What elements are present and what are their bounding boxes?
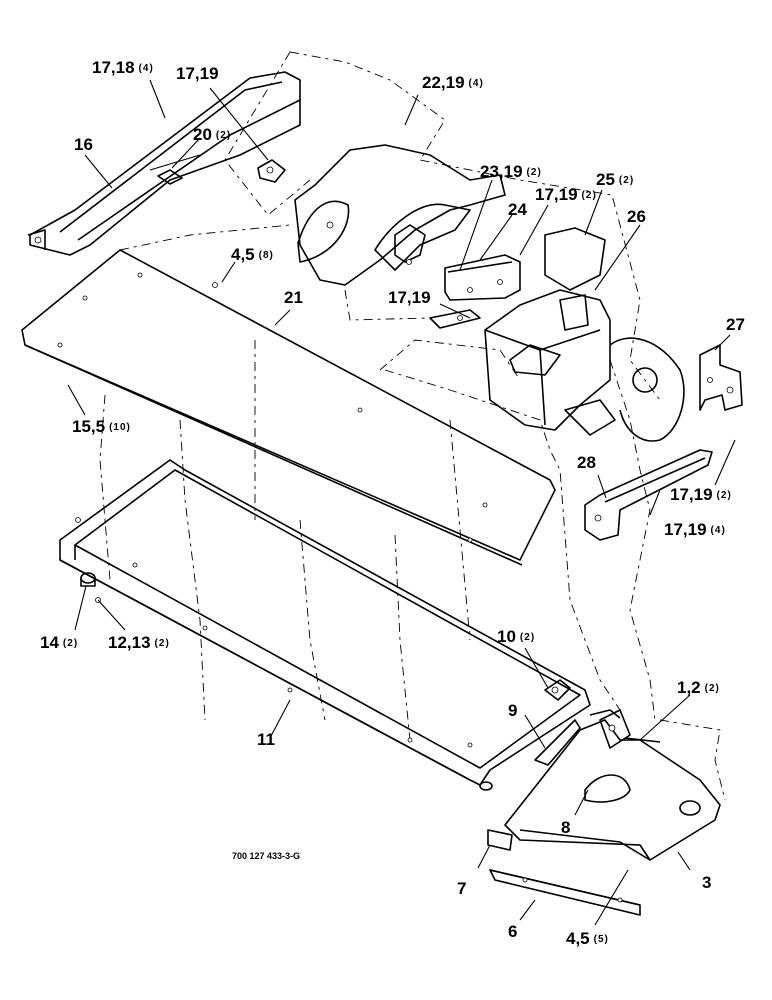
callout-26: 26: [627, 207, 646, 226]
callout-17-19-right: 17,19(2): [670, 485, 732, 504]
callout-17-18: 17,18(4): [92, 58, 154, 77]
callout-17-19-mid: 17,19(2): [535, 185, 597, 204]
phantom-lines: [99, 51, 726, 801]
callout-15-5: 15,5(10): [72, 417, 131, 436]
part-21-cover-plate: [21, 249, 556, 566]
callout-9: 9: [508, 701, 517, 720]
callout-17-19-right-lower: 17,19(4): [664, 520, 726, 539]
callout-4-5-lower: 4,5(5): [566, 929, 609, 948]
callout-22-19: 22,19(4): [422, 73, 484, 92]
callout-23-19: 23,19(2): [480, 162, 542, 181]
callout-10: 10(2): [497, 627, 535, 646]
part-3-shield: [504, 709, 721, 861]
part-27-plate: [699, 344, 743, 411]
callout-25: 25(2): [596, 170, 634, 189]
part-6-7-strips: [487, 829, 641, 916]
part-11-lower-frame: [59, 459, 591, 786]
upper-housing: [294, 144, 506, 286]
callout-14: 14(2): [40, 633, 78, 652]
callout-11: 11: [257, 730, 275, 749]
callout-3: 3: [702, 873, 711, 892]
part-9-10-latch: [534, 679, 621, 766]
callout-17-19-top: 17,19: [176, 64, 219, 83]
leader-lines: [67, 79, 736, 926]
part-14-foot: [80, 572, 493, 791]
callout-8: 8: [561, 818, 570, 837]
callout-28: 28: [577, 453, 596, 472]
callout-4-5-upper: 4,5(8): [231, 245, 274, 264]
part-24-bracket: [444, 254, 521, 301]
callout-12-13: 12,13(2): [108, 633, 170, 652]
part-16-frame-arm: [27, 71, 301, 256]
callout-6: 6: [508, 922, 517, 941]
callout-27: 27: [726, 315, 745, 334]
callout-16: 16: [74, 135, 93, 154]
callout-labels: 17,18(4) 17,19 22,19(4) 20(2) 16 23,19(2…: [40, 58, 745, 948]
gearbox-assembly: [429, 227, 685, 442]
part-28-arm: [584, 449, 713, 541]
callout-24: 24: [508, 200, 527, 219]
drawing-number: 700 127 433-3-G: [232, 851, 300, 861]
callout-20: 20(2): [193, 125, 231, 144]
callout-21: 21: [284, 288, 303, 307]
callout-7: 7: [457, 879, 466, 898]
callout-1-2: 1,2(2): [677, 678, 720, 697]
callout-17-19-lower: 17,19: [388, 288, 431, 307]
